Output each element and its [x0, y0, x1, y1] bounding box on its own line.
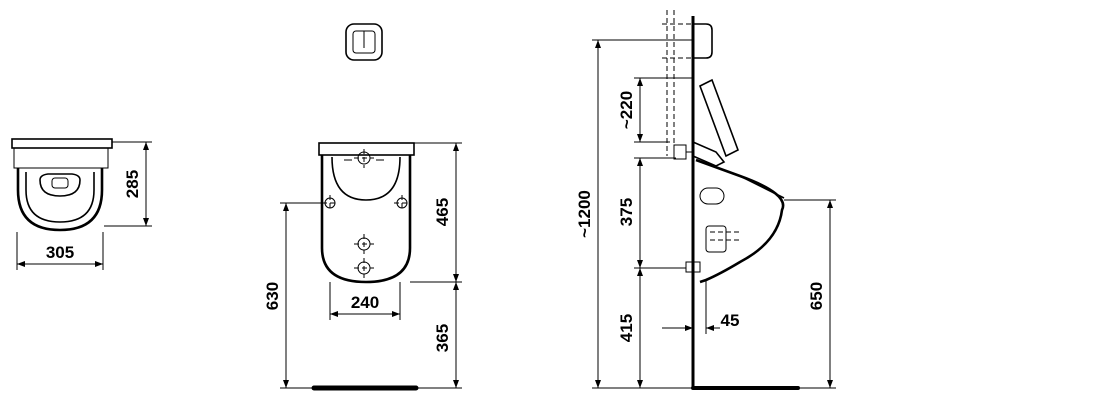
side-valve-box: [693, 23, 713, 59]
dim-365-label: 365: [433, 324, 452, 352]
side-bowl-profile: [695, 158, 785, 284]
dim-305-label: 305: [46, 243, 74, 262]
top-view-body-top: [13, 147, 109, 169]
dim-220-label: ~220: [617, 91, 636, 129]
dim-650-label: 650: [807, 282, 826, 310]
top-view-drain: [39, 173, 81, 197]
side-drain-connector: [685, 261, 701, 273]
flush-valve-plate: [345, 23, 383, 61]
side-view: ~1200 ~220 375 415 45 650: [575, 10, 836, 390]
dim-285-label: 285: [123, 170, 142, 198]
dim-240-label: 240: [351, 293, 379, 312]
side-inlet-elbow: [692, 141, 726, 167]
front-bowl-arc: [331, 156, 401, 201]
top-view: 305 285: [11, 138, 152, 270]
front-view: 240 465 365 630: [263, 23, 462, 391]
top-view-bowl-inner: [25, 172, 95, 223]
top-view-rim: [11, 138, 113, 149]
dim-375-label: 375: [617, 198, 636, 226]
front-rim: [318, 142, 415, 156]
side-flush-pipe: [699, 78, 739, 158]
front-body-outer: [320, 155, 412, 284]
top-view-bowl-outer: [16, 168, 104, 232]
dim-45-label: 45: [721, 311, 740, 330]
top-view-drain-slot: [51, 177, 69, 189]
fixing-holes: [322, 149, 410, 278]
side-outlet: [705, 225, 727, 253]
dim-1200-label: ~1200: [575, 190, 594, 238]
dim-630-label: 630: [263, 282, 282, 310]
dim-415-label: 415: [617, 314, 636, 342]
side-valve-connector: [673, 144, 687, 160]
side-mount-slot: [699, 187, 725, 205]
dim-465-label: 465: [433, 198, 452, 226]
